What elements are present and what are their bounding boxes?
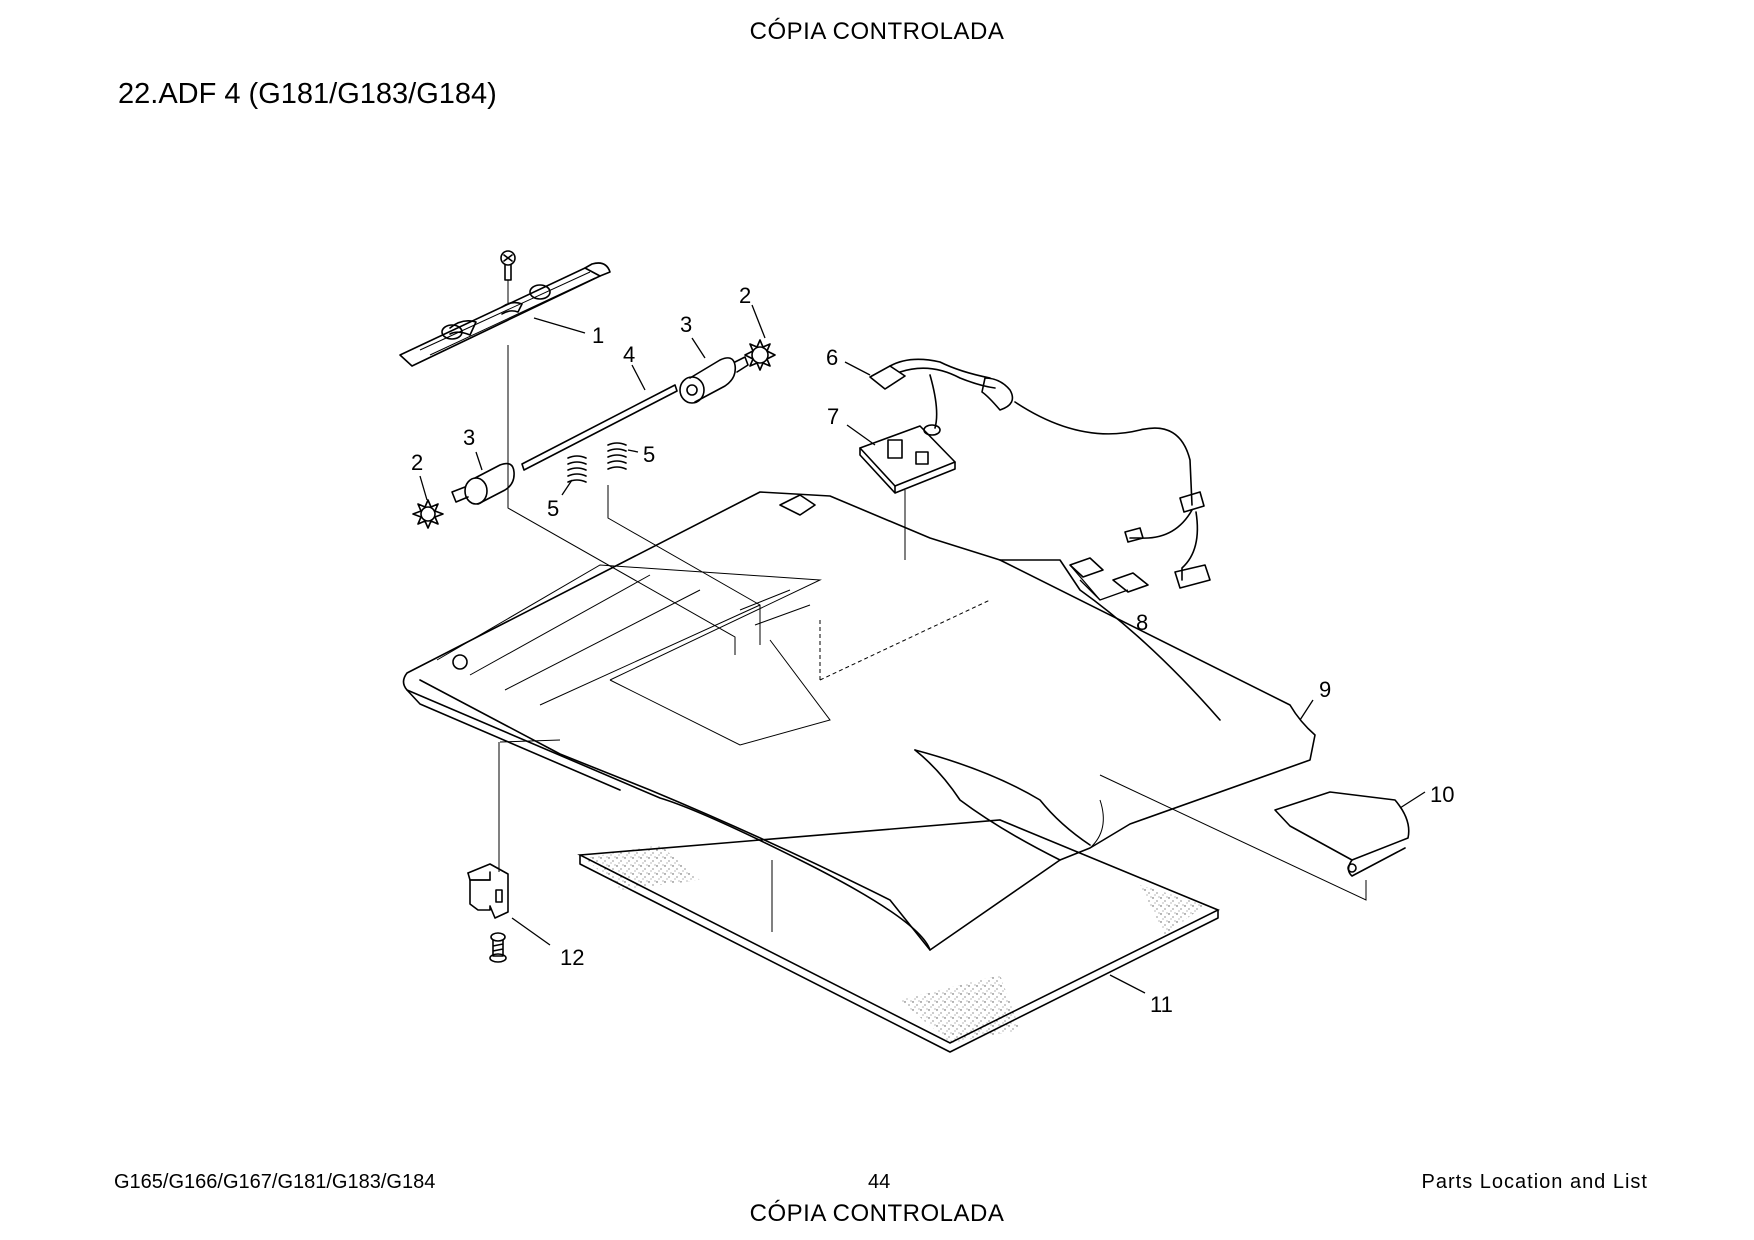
footer-section: Parts Location and List — [1421, 1171, 1648, 1193]
part-8-pads — [1069, 557, 1149, 593]
part-1-guide-bracket — [399, 250, 611, 367]
part-4-shaft — [521, 384, 678, 471]
callout-11: 11 — [1150, 992, 1173, 1017]
callout-12: 12 — [560, 945, 584, 970]
callout-5: 5 — [643, 442, 655, 467]
callout-3: 3 — [680, 312, 692, 337]
callout-10: 10 — [1430, 782, 1454, 807]
callout-2: 2 — [739, 283, 751, 308]
callout-6: 6 — [826, 345, 838, 370]
part-2-star-gear-left — [412, 499, 444, 529]
callout-3-left: 3 — [463, 425, 475, 450]
part-9-cover-tray — [402, 491, 1316, 951]
callout-8: 8 — [1136, 610, 1148, 635]
assembly-guide-lines — [499, 345, 1367, 932]
callout-leaders — [419, 304, 1426, 994]
part-3-roller-left — [451, 462, 515, 505]
callout-9: 9 — [1319, 677, 1331, 702]
part-12-bracket — [467, 742, 509, 963]
section-title: 22.ADF 4 (G181/G183/G184) — [118, 78, 497, 110]
part-11-platen-sheet — [577, 819, 1220, 1053]
controlled-copy-header: CÓPIA CONTROLADA — [749, 18, 1005, 45]
callout-5-left: 5 — [547, 496, 559, 521]
callout-7: 7 — [827, 404, 839, 429]
callout-numbers: 1 2 3 4 5 6 7 8 9 10 11 12 2 3 5 — [411, 283, 1454, 1017]
part-6-wire-harness — [869, 358, 1211, 589]
callout-1: 1 — [592, 323, 604, 348]
controlled-copy-footer: CÓPIA CONTROLADA — [749, 1200, 1005, 1227]
footer-models: G165/G166/G167/G181/G183/G184 — [114, 1171, 436, 1193]
part-10-flap — [1274, 791, 1410, 877]
part-2-star-gear-right — [744, 339, 776, 371]
footer-page-number: 44 — [868, 1171, 891, 1193]
part-3-roller-right — [679, 356, 749, 404]
callout-4: 4 — [623, 342, 635, 367]
part-5-springs — [567, 442, 627, 483]
callout-2-left: 2 — [411, 450, 423, 475]
part-7-circuit-board — [859, 425, 956, 560]
